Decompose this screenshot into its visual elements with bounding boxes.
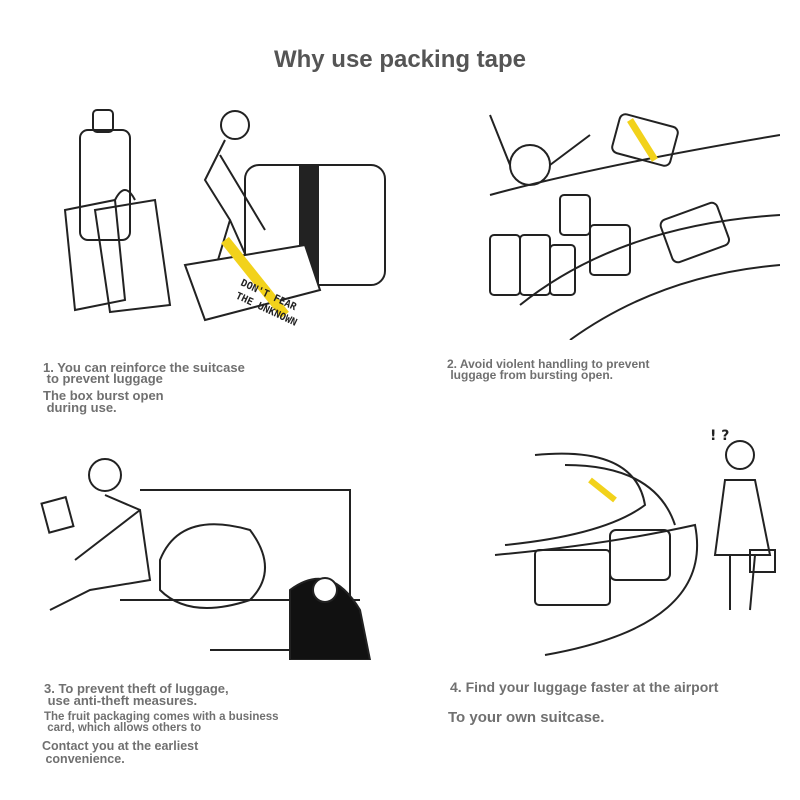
panel-1-heading: 1. You can reinforce the suitcase xyxy=(43,360,245,375)
panel-3-contact-cont: convenience. xyxy=(42,752,125,766)
panel-3-contact: Contact you at the earliest xyxy=(42,739,199,753)
panel-4-heading: 4. Find your luggage faster at the airpo… xyxy=(450,679,719,695)
panel-2-illustration xyxy=(489,113,780,340)
panel-1-body: The box burst open xyxy=(43,388,164,403)
svg-text:! ?: ! ? xyxy=(710,428,729,444)
panel-3-body: The fruit packaging comes with a busines… xyxy=(44,711,279,723)
panel-3-heading: 3. To prevent theft of luggage, xyxy=(44,681,229,696)
panel-4-body: To your own suitcase. xyxy=(448,709,605,726)
panel-1-illustration: DON'T FEAR THE UNKNOWN xyxy=(63,109,386,329)
panel-2-heading-cont: luggage from bursting open. xyxy=(447,368,613,382)
page-title: Why use packing tape xyxy=(273,46,527,73)
panel-3-illustration xyxy=(40,458,372,660)
panel-3-body-cont: card, which allows others to xyxy=(44,722,202,734)
panel-1-heading-cont: to prevent luggage xyxy=(43,371,163,386)
panel-1-body-cont: during use. xyxy=(43,400,117,415)
panel-2-heading: 2. Avoid violent handling to prevent xyxy=(447,357,650,371)
panel-4-illustration: ! ? xyxy=(494,428,776,656)
panel-3-heading-cont: use anti-theft measures. xyxy=(44,693,198,708)
